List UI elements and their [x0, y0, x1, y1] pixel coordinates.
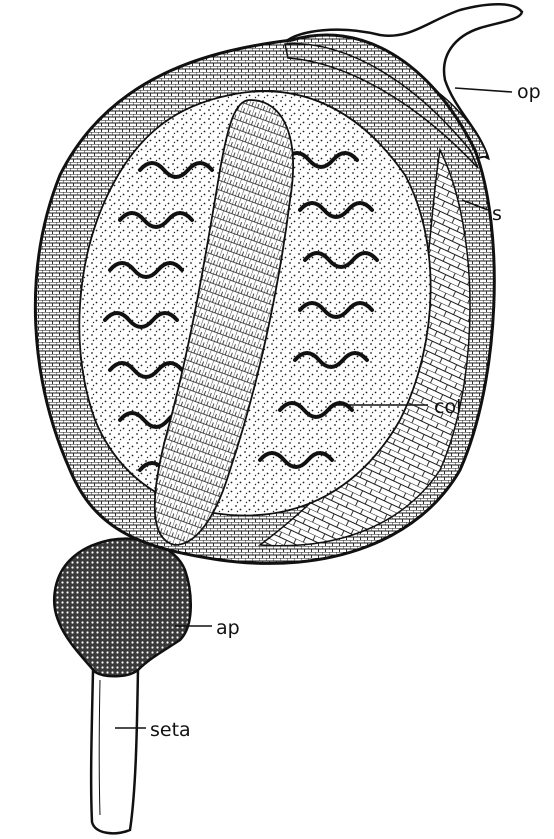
label-op: op	[517, 81, 541, 103]
label-seta: seta	[150, 719, 191, 741]
label-col: col	[434, 396, 461, 418]
label-s: s	[492, 203, 502, 225]
capsule-body	[35, 35, 494, 563]
apophysis	[54, 539, 191, 677]
leader-op	[455, 88, 512, 92]
seta-stalk	[91, 668, 138, 833]
label-ap: ap	[216, 617, 240, 639]
